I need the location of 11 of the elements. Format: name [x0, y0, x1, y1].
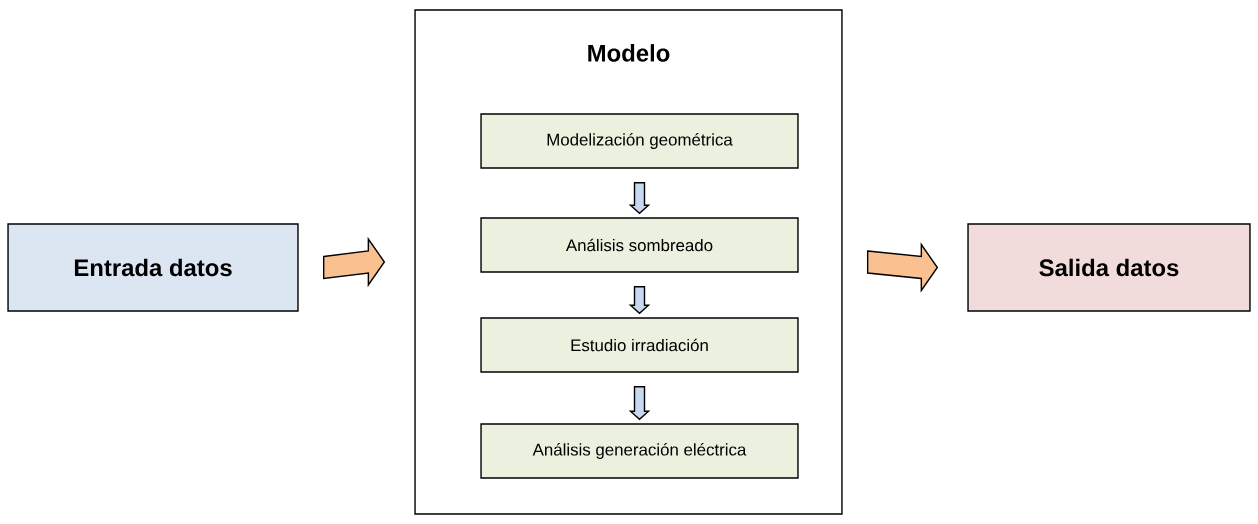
input-box: Entrada datos: [7, 223, 299, 312]
block-arrow: [866, 242, 939, 293]
process-box: Modelización geométrica: [480, 113, 799, 169]
block-arrow: [628, 286, 651, 315]
process-box: Estudio irradiación: [480, 317, 799, 373]
block-arrow: [628, 182, 651, 215]
block-arrow: [323, 236, 386, 288]
output-box: Salida datos: [967, 223, 1251, 312]
block-arrow: [628, 386, 651, 421]
process-box: Análisis sombreado: [480, 217, 799, 273]
process-box: Análisis generación eléctrica: [480, 423, 799, 479]
